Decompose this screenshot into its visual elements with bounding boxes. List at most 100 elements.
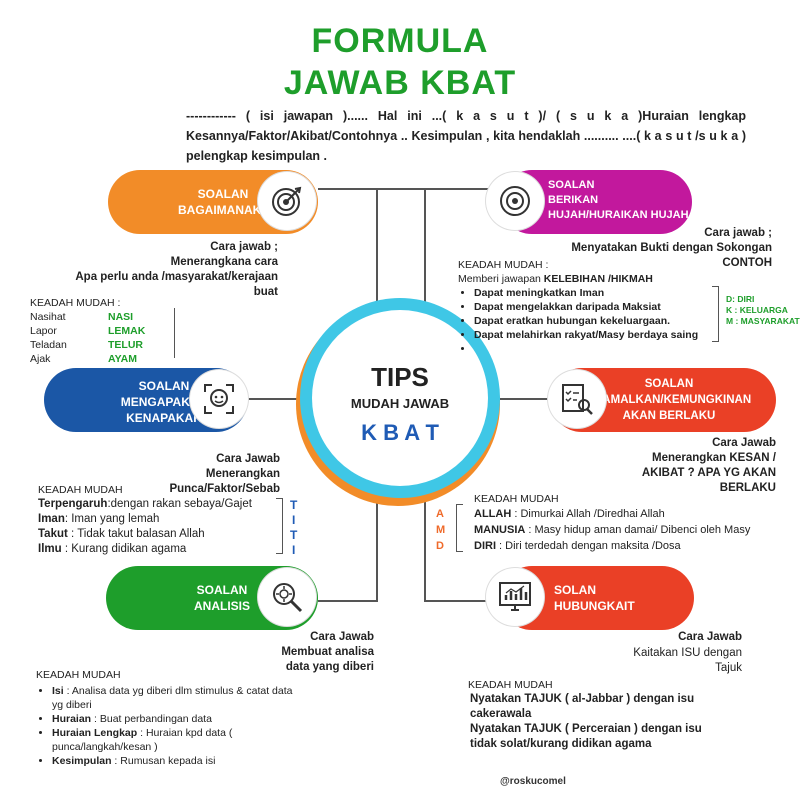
titi-letter: I <box>292 513 296 527</box>
bullet-text: : Buat perbandingan data <box>91 713 212 725</box>
pill-label: SOALAN RAMALKAN/KEMUNGKINAN AKAN BERLAKU <box>594 378 752 422</box>
berikan-cara: Cara jawab ; Menyatakan Bukti dengan Sok… <box>571 227 772 269</box>
connector <box>376 188 378 328</box>
berikan-kh-title: KEADAH MUDAH : <box>458 259 549 271</box>
list-item: MANUSIA : Masy hidup aman damai/ Dibenci… <box>474 522 784 538</box>
bullseye-icon <box>486 172 544 230</box>
berikan-kh-sub: Memberi jawapan KELEBIHAN /HIKMAH <box>458 272 653 286</box>
pill-label: SOALAN BAGAIMANAKAH- <box>178 187 283 217</box>
intro-text: ------------ ( isi jawapan )...... Hal i… <box>186 109 746 163</box>
hubungkait-cara-title: Cara Jawab <box>678 631 742 643</box>
kh-word: Lapor <box>30 325 57 337</box>
list-item: Dapat meningkatkan Iman <box>474 286 720 300</box>
center-circle <box>312 310 488 486</box>
list-item: Nyatakan TAJUK ( al-Jabbar ) dengan isu … <box>470 693 695 720</box>
kh-key: TELUR <box>108 339 143 351</box>
list-item: Huraian : Buat perbandingan data <box>52 712 294 726</box>
pill-label: SOALAN MENGAPAKAH KENAPAKAH <box>120 379 208 425</box>
row-text: : Iman yang lemah <box>64 513 160 525</box>
center-tips: TIPS <box>371 362 429 392</box>
title-line-2: JAWAB KBAT <box>283 64 517 102</box>
list-item <box>474 342 720 356</box>
ramalkan-rows: ALLAH : Dimurkai Allah /Diredhai Allah M… <box>474 506 784 554</box>
row-key: ALLAH <box>474 508 512 520</box>
mengapa-rows: Terpengaruh:dengan rakan sebaya/Gajet Im… <box>38 497 278 557</box>
analisis-bullets: Isi : Analisa data yg diberi dlm stimulu… <box>38 684 294 768</box>
bullet-key: Huraian Lengkap <box>52 727 138 739</box>
title-line-1: FORMULA <box>311 22 489 60</box>
bullet-key: Kesimpulan <box>52 755 112 767</box>
bagaimana-kh-title: KEADAH MUDAH : <box>30 297 121 309</box>
center-mudah: MUDAH JAWAB <box>350 396 450 411</box>
kh-sub-bold: KELEBIHAN /HIKMAH <box>543 273 653 285</box>
amd-letter: M <box>436 524 446 536</box>
list-item: Nyatakan TAJUK ( Perceraian ) dengan isu… <box>470 723 702 750</box>
row-key: Takut <box>38 528 68 540</box>
row-text: : Masy hidup aman damai/ Dibenci oleh Ma… <box>525 524 751 536</box>
bracket <box>26 308 175 358</box>
list-item: Kesimpulan : Rumusan kepada isi <box>52 754 294 768</box>
row-key: Iman <box>38 513 65 525</box>
bullet-text: : Analisa data yg diberi dlm stimulus & … <box>52 685 293 711</box>
list-item: Takut : Tidak takut balasan Allah <box>38 527 278 542</box>
bar-chart-icon <box>486 568 544 626</box>
checklist-icon <box>548 370 606 428</box>
bullet-text: : Rumusan kepada isi <box>111 755 216 767</box>
dkm-item: D: DIRI <box>726 294 755 304</box>
row-key: MANUSIA <box>474 524 526 536</box>
bracket <box>276 498 283 554</box>
titi-letters: T I T I <box>290 498 297 558</box>
dkm-item: M : MASYARAKAT <box>726 316 800 326</box>
connector <box>424 188 426 328</box>
titi-letter: I <box>292 543 296 557</box>
connector <box>424 600 500 602</box>
mengapa-cara: Cara Jawab Menerangkan Punca/Faktor/Seba… <box>169 453 280 495</box>
kh-word: Ajak <box>30 353 51 365</box>
row-text: : Tidak takut balasan Allah <box>67 528 205 540</box>
pill-label: SOLAN HUBUNGKAIT <box>554 583 635 613</box>
bagaimana-cara: Cara jawab ; Menerangkana cara Apa perlu… <box>75 241 278 298</box>
kh-key: NASI <box>108 311 134 323</box>
connector <box>376 470 378 600</box>
ramalkan-cara: Cara Jawab Menerangkan KESAN / AKIBAT ? … <box>641 437 776 494</box>
analysis-magnifier-icon <box>258 568 316 626</box>
amd-letter: D <box>436 540 444 552</box>
mengapa-kh-title: KEADAH MUDAH <box>38 484 123 496</box>
connector <box>318 600 378 602</box>
row-key: Terpengaruh <box>38 498 108 510</box>
dkm-item: K : KELUARGA <box>726 305 788 315</box>
connector <box>318 188 424 190</box>
titi-letter: T <box>290 498 298 512</box>
row-key: DIRI <box>474 540 496 552</box>
analisis-kh-title: KEADAH MUDAH <box>36 669 121 681</box>
row-text: : Diri terdedah dengan maksita /Dosa <box>496 540 681 552</box>
bracket <box>712 286 719 342</box>
amd-letter: A <box>436 508 444 520</box>
hubungkait-kh-title: KEADAH MUDAH <box>468 679 553 691</box>
center-kbat: K B A T <box>361 420 439 445</box>
bullet-text: : Huraian kpd data ( punca/langkah/kesan… <box>52 727 233 753</box>
row-key: Ilmu <box>38 543 62 555</box>
bullet-key: Huraian <box>52 713 92 725</box>
target-icon <box>258 172 316 230</box>
kh-sub-text: Memberi jawapan <box>458 273 544 285</box>
bracket <box>456 504 463 552</box>
connector <box>424 188 500 190</box>
amd-letters: A M D <box>436 506 445 554</box>
row-text: :dengan rakan sebaya/Gajet <box>107 498 252 510</box>
list-item: Dapat mengelakkan daripada Maksiat <box>474 300 720 314</box>
list-item: DIRI : Diri terdedah dengan maksita /Dos… <box>474 538 784 554</box>
titi-letter: T <box>290 528 298 542</box>
pill-label: SOALAN ANALISIS <box>193 583 250 613</box>
connector <box>424 470 426 600</box>
ramalkan-kh-title: KEADAH MUDAH <box>474 493 559 505</box>
list-item: Ilmu : Kurang didikan agama <box>38 542 278 557</box>
list-item: Dapat melahirkan rakyat/Masy berdaya sai… <box>474 328 720 342</box>
connector <box>248 398 308 400</box>
list-item: Huraian Lengkap : Huraian kpd data ( pun… <box>52 726 294 754</box>
kh-key: LEMAK <box>108 325 146 337</box>
list-item: Terpengaruh:dengan rakan sebaya/Gajet <box>38 497 278 512</box>
hubungkait-cara: Kaitakan ISU dengan Tajuk <box>633 647 742 674</box>
list-item: ALLAH : Dimurkai Allah /Diredhai Allah <box>474 506 784 522</box>
